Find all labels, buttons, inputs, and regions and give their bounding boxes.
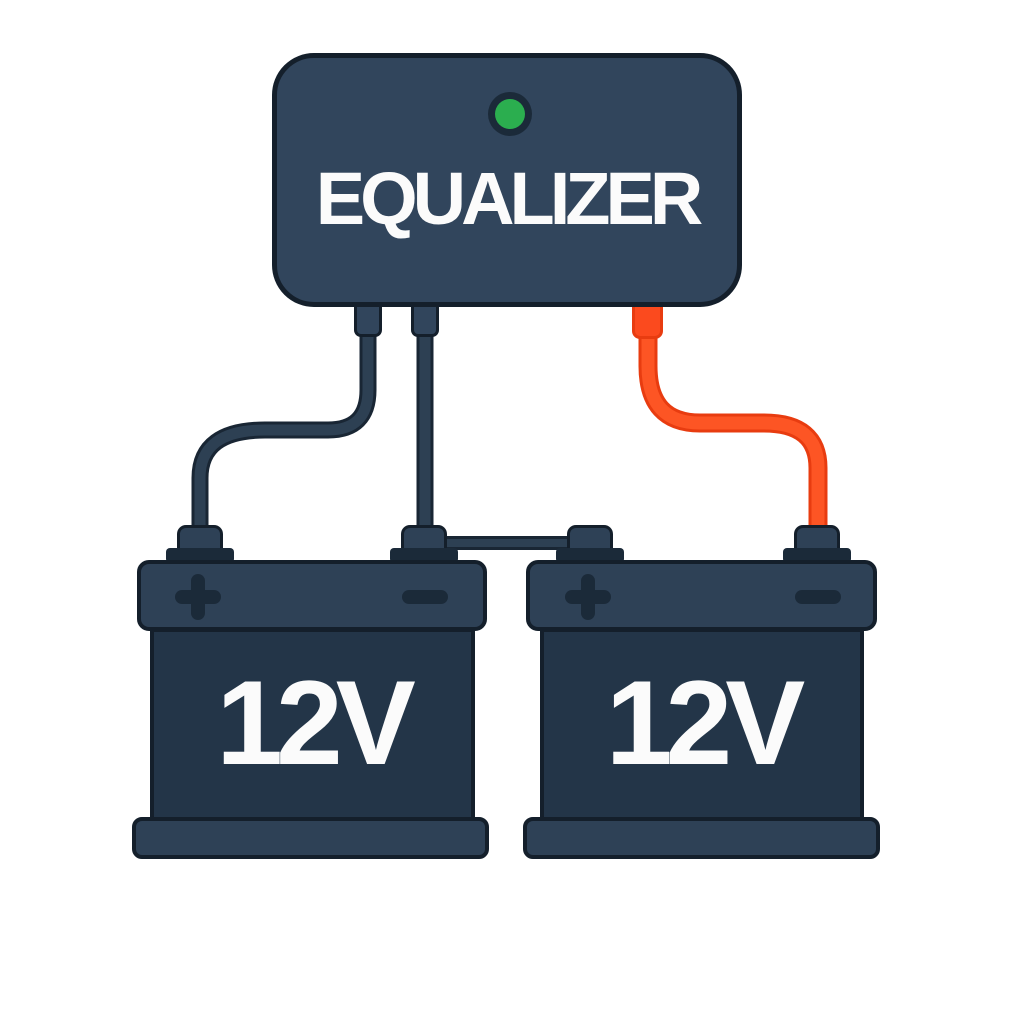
battery1-positive-terminal-base: [166, 548, 234, 563]
battery2-minus-icon: [795, 590, 841, 604]
status-led-icon: [488, 92, 532, 136]
plus-icon-bar-v: [191, 574, 205, 620]
battery2-positive-terminal-base: [556, 548, 624, 563]
battery2-base: [523, 817, 880, 859]
wire-battery1-positive: [191, 291, 377, 547]
status-led-glow: [495, 99, 525, 129]
battery1-base: [132, 817, 489, 859]
battery1-minus-icon: [402, 590, 448, 604]
equalizer-label: EQUALIZER: [315, 157, 704, 240]
battery1-plus-icon: [175, 574, 221, 620]
plus-icon-bar-v: [581, 574, 595, 620]
battery1-body: [150, 628, 475, 822]
battery2-negative-terminal-base: [783, 548, 851, 563]
wire-battery2-negative-orange-core: [641, 293, 825, 545]
battery2-body: [540, 628, 864, 822]
equalizer-box: [272, 53, 742, 307]
battery1-negative-terminal-base: [390, 548, 458, 563]
battery2-plus-icon: [565, 574, 611, 620]
wire-battery1-positive-core: [194, 294, 374, 544]
battery1-voltage-label: 12V: [216, 656, 416, 790]
battery2-voltage-label: 12V: [605, 656, 806, 790]
